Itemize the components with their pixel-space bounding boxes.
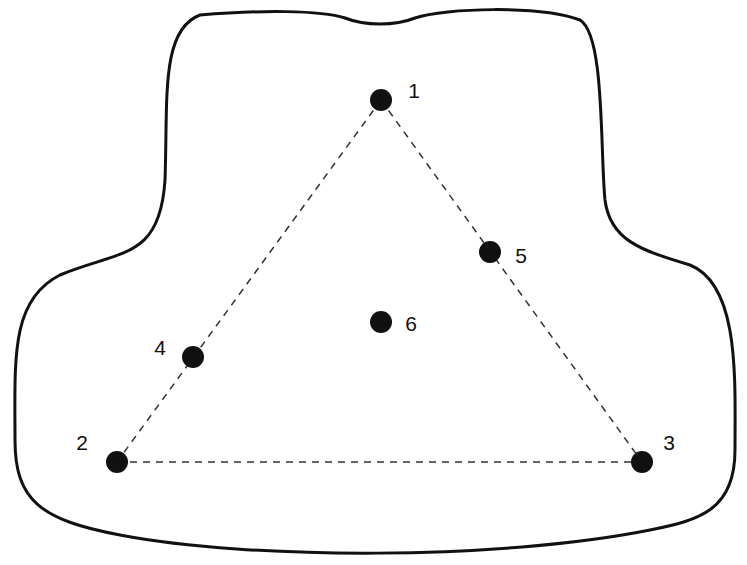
- dashed-line: [117, 461, 642, 463]
- dashed-line: [117, 100, 381, 462]
- dashed-triangle: [117, 100, 642, 462]
- callout-number: 3: [663, 432, 675, 453]
- measurement-points: [106, 89, 653, 473]
- callout-number: 6: [405, 313, 417, 334]
- point-dot: [631, 451, 653, 473]
- dashed-line: [381, 100, 642, 462]
- point-dot: [106, 451, 128, 473]
- callout-number: 4: [154, 337, 166, 358]
- point-dot: [479, 241, 501, 263]
- tooth-outline: [15, 10, 735, 554]
- callout-number: 1: [408, 80, 420, 101]
- callout-number: 5: [515, 245, 527, 266]
- callout-number: 2: [76, 432, 88, 453]
- point-dot: [370, 89, 392, 111]
- point-dot: [182, 346, 204, 368]
- point-dot: [370, 311, 392, 333]
